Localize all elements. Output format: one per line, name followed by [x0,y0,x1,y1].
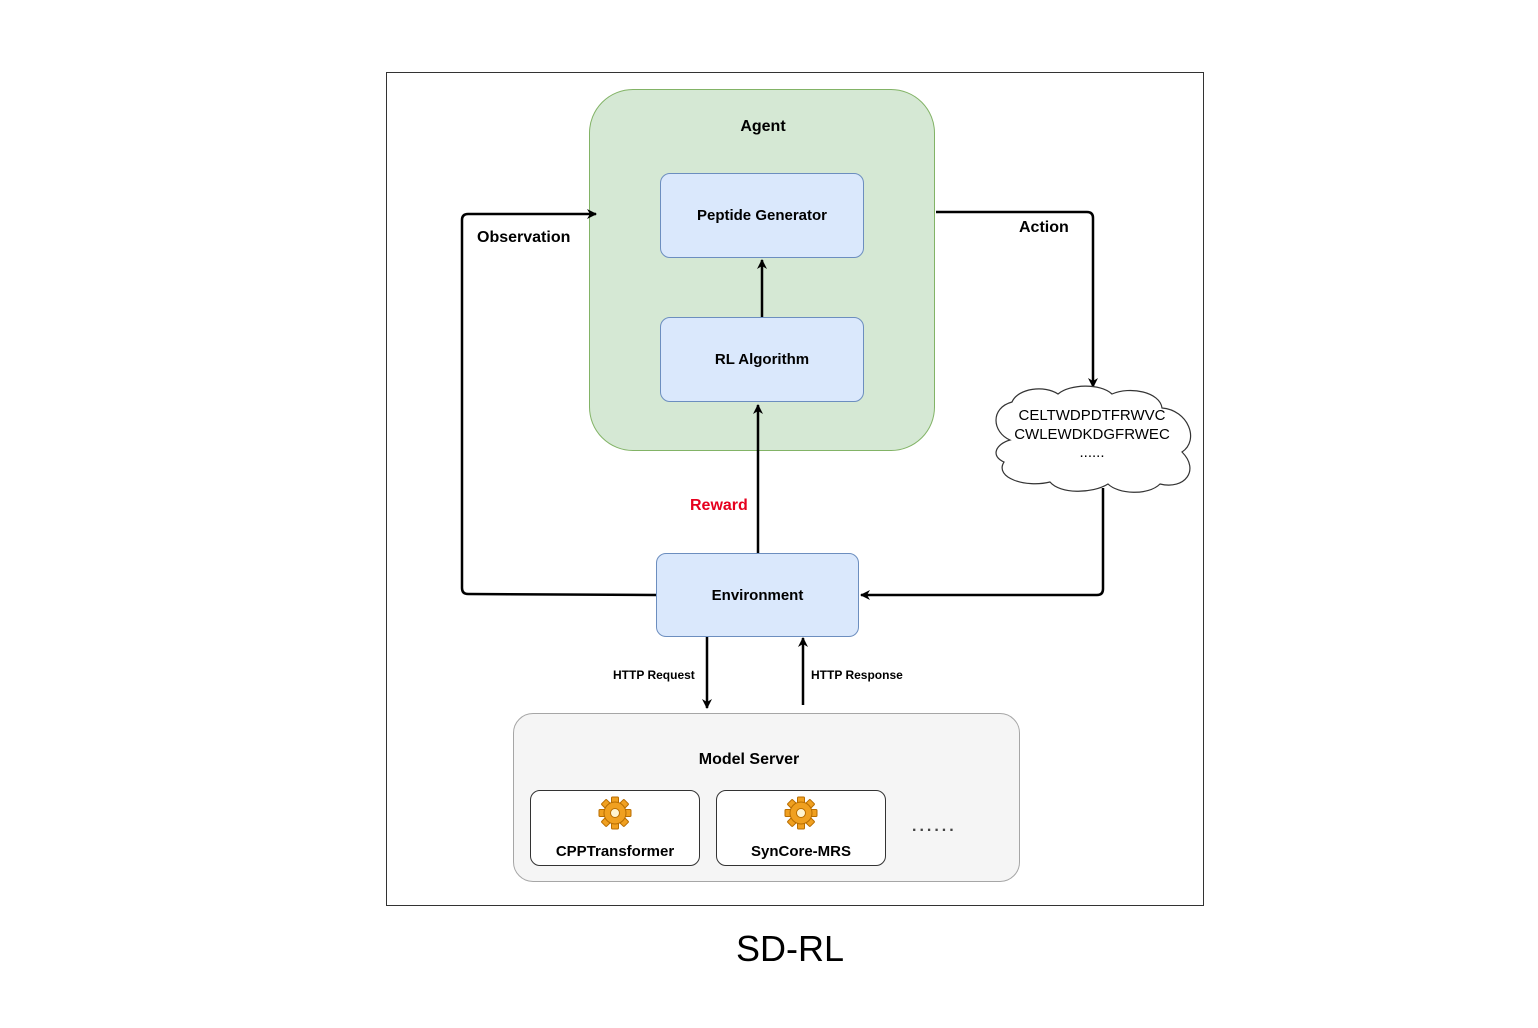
peptide-generator-label: Peptide Generator [696,207,828,224]
sequence-line-2: CWLEWDKDGFRWEC [1014,426,1170,443]
model-card-cpptransformer: CPPTransformer [530,790,700,866]
sequence-ellipsis: ...... [1079,444,1105,461]
observation-label: Observation [477,229,571,246]
gear-icon [598,796,632,830]
peptide-generator-box: Peptide Generator [660,173,864,258]
model-server-container: Model Server CPPTransformer [513,713,1020,882]
gear-icon [784,796,818,830]
rl-algorithm-box: RL Algorithm [660,317,864,402]
action-label: Action [1019,219,1069,236]
model-name-syncore-mrs: SynCore-MRS [750,843,851,860]
model-card-syncore-mrs: SynCore-MRS [716,790,886,866]
environment-box: Environment [656,553,859,637]
figure-caption: SD-RL [735,928,845,969]
model-name-cpptransformer: CPPTransformer [555,843,675,860]
agent-title: Agent [740,118,786,135]
http-request-label: HTTP Request [613,668,695,682]
http-response-label: HTTP Response [811,668,903,682]
environment-label: Environment [711,586,804,604]
model-server-title: Model Server [698,751,800,768]
rl-algorithm-label: RL Algorithm [714,351,810,368]
more-models-ellipsis: ...... [912,818,957,835]
reward-label: Reward [690,497,748,514]
sequence-line-1: CELTWDPDTFRWVC [1018,407,1166,424]
